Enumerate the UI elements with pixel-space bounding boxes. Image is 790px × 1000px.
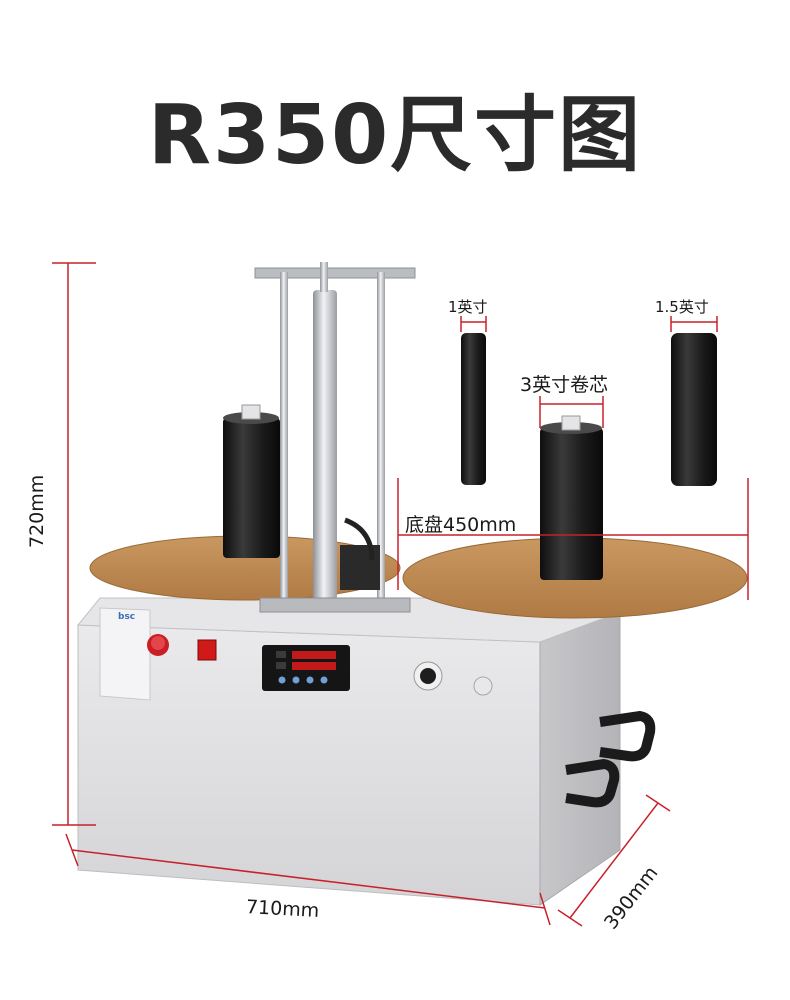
page-title: R350尺寸图 <box>147 88 643 183</box>
core-3in-roll <box>540 415 603 580</box>
round-button <box>473 676 493 696</box>
left-roll <box>223 404 280 558</box>
core-1in-label: 1英寸 <box>448 298 488 316</box>
dimension-lines <box>52 262 749 927</box>
height-label: 720mm <box>26 474 48 548</box>
power-switch <box>197 639 217 661</box>
brand-logo: bsc <box>118 612 136 622</box>
core-3in-label: 3英寸卷芯 <box>520 374 609 396</box>
machine-body <box>76 597 656 906</box>
handle-lower <box>565 759 620 808</box>
center-tower <box>254 262 416 613</box>
handle-upper <box>599 711 656 762</box>
width-dimension-line <box>71 849 546 909</box>
base-plate-label: 底盘450mm <box>405 514 517 536</box>
width-label: 710mm <box>245 896 320 922</box>
speed-knob <box>420 668 436 684</box>
depth-dimension-line <box>569 802 659 919</box>
core-1-5in-label: 1.5英寸 <box>655 298 709 316</box>
core-1-5in <box>671 333 717 486</box>
core-1in <box>461 333 486 485</box>
